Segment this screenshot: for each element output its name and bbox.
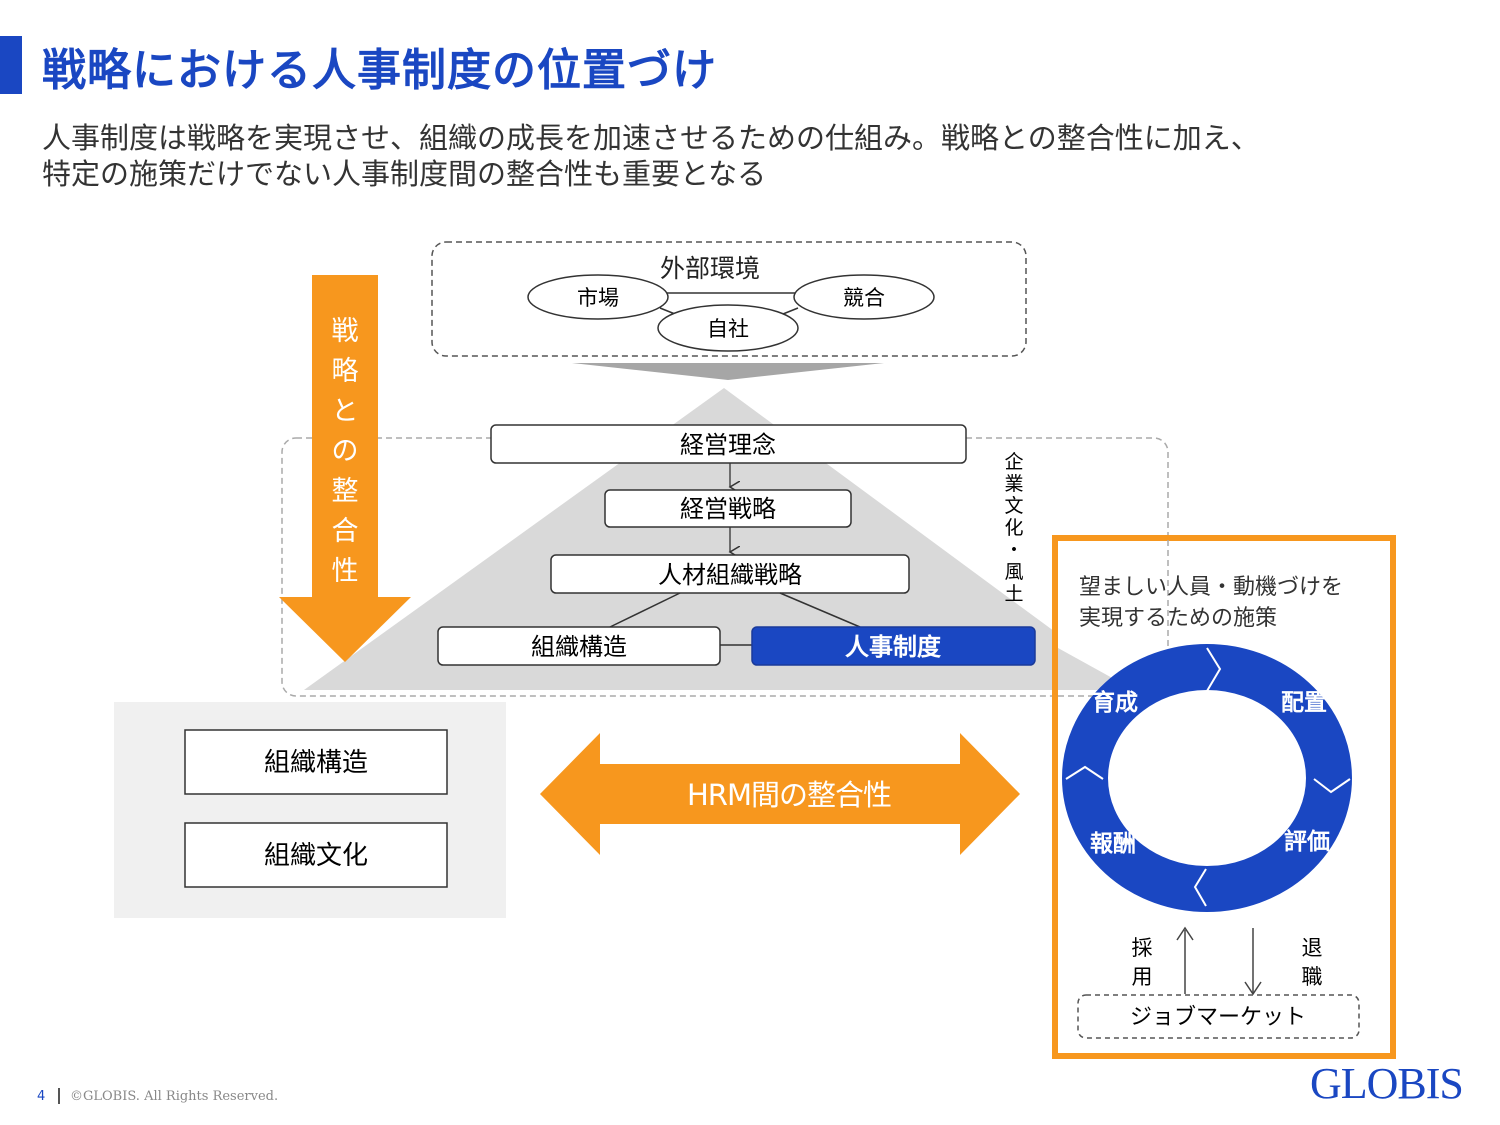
level-management-philosophy-label: 経営理念	[680, 431, 776, 459]
panel-box-organization-culture-label: 組織文化	[264, 841, 368, 871]
hrm-alignment-arrow	[540, 733, 1020, 855]
leaving-label-char: 退	[1302, 936, 1323, 960]
leaving-arrow-head-icon	[1244, 981, 1262, 996]
page-subtitle: 人事制度は戦略を実現させ、組織の成長を加速させるための仕組み。戦略との整合性に加…	[42, 120, 1260, 192]
box-hr-system-label: 人事制度	[845, 633, 942, 661]
level-hr-organization-strategy	[550, 554, 910, 594]
node-competitor-label: 競合	[843, 286, 885, 310]
level-hr-organization-strategy-label: 人材組織戦略	[658, 561, 802, 589]
culture-char: 土	[1004, 583, 1023, 605]
strategy-arrow-char: 略	[332, 356, 359, 387]
strategy-arrow-char: 合	[332, 516, 359, 547]
cycle-arrow-left-icon	[1065, 765, 1104, 780]
strategy-arrow-shape	[279, 275, 411, 662]
node-company-label: 自社	[707, 317, 749, 341]
box-hr-system	[751, 626, 1036, 666]
hr-cycle: 配置 評価 報酬 育成	[1062, 644, 1352, 912]
hr-measures-description-line-1: 望ましい人員・動機づけを	[1079, 575, 1343, 600]
strategy-arrow-char: 性	[332, 556, 359, 587]
external-environment-frame	[431, 241, 1027, 357]
level-management-strategy-label: 経営戦略	[680, 495, 776, 523]
leaving-label-char: 職	[1302, 965, 1323, 989]
box-organization-structure-label: 組織構造	[531, 633, 627, 661]
page-number: 4	[37, 1089, 46, 1104]
cycle-arrow-bottom-icon	[1193, 868, 1207, 907]
title-accent-bar	[0, 36, 22, 94]
subtitle-line-1: 人事制度は戦略を実現させ、組織の成長を加速させるための仕組み。戦略との整合性に加…	[42, 121, 1260, 155]
strategy-arrow-char: の	[332, 436, 359, 467]
cycle-label-evaluation: 評価	[1284, 828, 1330, 855]
panel-box-organization-structure	[184, 729, 448, 795]
job-market-box	[1077, 994, 1360, 1039]
panel-box-organization-structure-label: 組織構造	[264, 748, 368, 778]
box-organization-structure	[437, 626, 721, 666]
globis-logo: GLOBIS	[1310, 1059, 1464, 1108]
strategy-arrow-char: 戦	[332, 316, 359, 347]
strategy-arrow-char: と	[332, 396, 359, 427]
cycle-arrow-right-icon	[1313, 778, 1351, 794]
strategy-arrow-char: 整	[332, 476, 359, 507]
node-market-label: 市場	[577, 286, 619, 310]
cycle-arrow-top-icon	[1206, 647, 1222, 692]
footer-divider	[58, 1088, 60, 1104]
hr-cycle-ring	[1062, 644, 1352, 912]
hiring-label-char: 用	[1132, 965, 1153, 989]
subtitle-line-2: 特定の施策だけでない人事制度間の整合性も重要となる	[42, 157, 767, 191]
node-market	[527, 274, 669, 320]
cycle-label-development: 育成	[1092, 689, 1138, 716]
level-management-strategy	[604, 489, 852, 528]
culture-char: ・	[1004, 539, 1023, 561]
node-competitor	[793, 274, 935, 320]
hiring-label-char: 採	[1132, 936, 1153, 960]
culture-char: 風	[1004, 561, 1023, 583]
environment-funnel-arrow	[572, 363, 884, 380]
hiring-arrow-head-icon	[1176, 926, 1194, 941]
level-management-philosophy	[490, 424, 967, 464]
culture-char: 文	[1004, 495, 1023, 517]
job-market-label: ジョブマーケット	[1130, 1005, 1306, 1030]
panel-box-organization-culture	[184, 822, 448, 888]
strategy-alignment-arrow: 戦 略 と の 整 合 性	[279, 275, 411, 662]
page-title: 戦略における人事制度の位置づけ	[42, 45, 717, 96]
hrm-alignment-label: HRM間の整合性	[687, 778, 891, 812]
cycle-label-compensation: 報酬	[1090, 830, 1136, 857]
culture-char: 業	[1004, 473, 1023, 495]
node-company	[657, 304, 799, 352]
culture-char: 化	[1004, 517, 1023, 539]
external-environment-label: 外部環境	[660, 254, 760, 283]
connector-to-hr-system	[779, 592, 861, 628]
pyramid-background	[304, 388, 1134, 690]
cycle-label-placement: 配置	[1281, 690, 1327, 716]
hr-measures-description-line-2: 実現するための施策	[1079, 606, 1277, 631]
connector-to-org-structure	[609, 592, 681, 628]
culture-char: 企	[1004, 451, 1023, 473]
copyright-text: ©GLOBIS. All Rights Reserved.	[70, 1089, 279, 1104]
external-environment-group: 外部環境 市場 競合 自社	[431, 241, 1027, 357]
corporate-culture-label: 企 業 文 化 ・ 風 土	[1004, 451, 1023, 605]
